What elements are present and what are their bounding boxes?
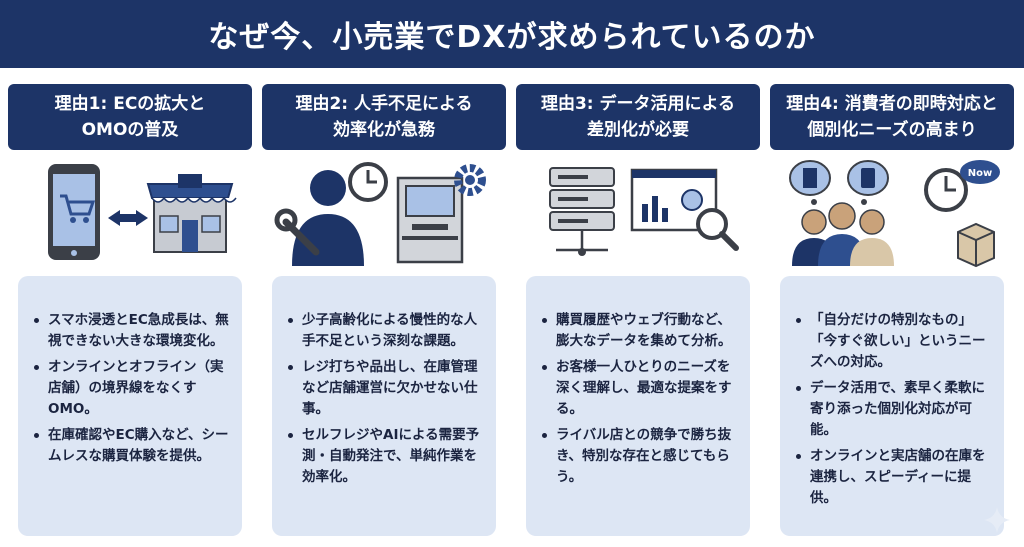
box-icon: [957, 222, 995, 268]
reason-title-4-line1: 理由4: 消費者の即時対応と: [786, 94, 998, 114]
thought-bubble-icon: [789, 160, 889, 205]
bullet-item: レジ打ちや品出し、在庫管理など店舗運営に欠かせない仕事。: [286, 357, 484, 420]
clock-icon: [348, 162, 388, 202]
reason-column-1: 理由1: ECの拡大と OMOの普及: [8, 84, 252, 544]
reason-title-3-line2: 差別化が必要: [587, 120, 689, 140]
illustration-consumers: Now: [770, 160, 1014, 270]
reason-title-1-line2: OMOの普及: [81, 120, 179, 140]
bullet-item: ライバル店との競争で勝ち抜き、特別な存在と感じてもらう。: [540, 425, 738, 488]
reason-card-2: 少子高齢化による慢性的な人手不足という深刻な課題。 レジ打ちや品出し、在庫管理な…: [272, 276, 496, 536]
reason-title-1-line1: 理由1: ECの拡大と: [54, 94, 206, 114]
bullet-item: オンラインと実店舗の在庫を連携し、スピーディーに提供。: [794, 446, 992, 509]
wrench-icon: [274, 208, 320, 256]
gear-icon: [454, 164, 486, 196]
reason-column-2: 理由2: 人手不足による 効率化が急務: [262, 84, 506, 544]
bullet-item: お客様一人ひとりのニーズを深く理解し、最適な提案をする。: [540, 357, 738, 420]
reason-column-4: 理由4: 消費者の即時対応と 個別化ニーズの高まり: [770, 84, 1014, 544]
reason-title-3: 理由3: データ活用による 差別化が必要: [516, 84, 760, 150]
bullet-item: オンラインとオフライン（実店舗）の境界線をなくすOMO。: [32, 357, 230, 420]
magnifier-icon: [696, 208, 739, 251]
now-badge-text: Now: [968, 168, 992, 179]
reason-card-3: 購買履歴やウェブ行動など、膨大なデータを集めて分析。 お客様一人ひとりのニーズを…: [526, 276, 750, 536]
reason-title-4-line2: 個別化ニーズの高まり: [807, 120, 977, 140]
customers-icon: [792, 202, 894, 266]
smartphone-cart-icon: [48, 164, 100, 260]
page-title: なぜ今、小売業でDXが求められているのか: [208, 20, 816, 55]
store-icon: [146, 174, 237, 253]
reason-title-4: 理由4: 消費者の即時対応と 個別化ニーズの高まり: [770, 84, 1014, 150]
exchange-arrows-icon: [108, 210, 148, 226]
bullet-item: セルフレジやAIによる需要予測・自動発注で、単純作業を効率化。: [286, 425, 484, 488]
reason-title-2: 理由2: 人手不足による 効率化が急務: [262, 84, 506, 150]
reason-card-1: スマホ浸透とEC急成長は、無視できない大きな環境変化。 オンラインとオフライン（…: [18, 276, 242, 536]
illustration-data: [516, 160, 760, 270]
reason-title-3-line1: 理由3: データ活用による: [540, 94, 736, 114]
reason-title-2-line2: 効率化が急務: [333, 120, 435, 140]
bullet-item: 少子高齢化による慢性的な人手不足という深刻な課題。: [286, 310, 484, 352]
sparkle-icon: [984, 507, 1010, 533]
reason-title-1: 理由1: ECの拡大と OMOの普及: [8, 84, 252, 150]
illustration-labor: [262, 160, 506, 270]
reason-column-3: 理由3: データ活用による 差別化が必要: [516, 84, 760, 544]
bullet-item: 「自分だけの特別なもの」「今すぐ欲しい」というニーズへの対応。: [794, 310, 992, 373]
now-clock-icon: Now: [924, 160, 1000, 212]
header-banner: なぜ今、小売業でDXが求められているのか: [0, 0, 1024, 68]
bullet-item: 在庫確認やEC購入など、シームレスな購買体験を提供。: [32, 425, 230, 467]
worker-icon: [292, 170, 364, 266]
reason-title-2-line1: 理由2: 人手不足による: [295, 94, 473, 114]
bullet-item: データ活用で、素早く柔軟に寄り添った個別化対応が可能。: [794, 378, 992, 441]
illustration-ec-omo: [8, 160, 252, 270]
server-icon: [549, 167, 615, 256]
self-checkout-icon: [396, 176, 464, 264]
bullet-item: 購買履歴やウェブ行動など、膨大なデータを集めて分析。: [540, 310, 738, 352]
reason-card-4: 「自分だけの特別なもの」「今すぐ欲しい」というニーズへの対応。 データ活用で、素…: [780, 276, 1004, 536]
bullet-item: スマホ浸透とEC急成長は、無視できない大きな環境変化。: [32, 310, 230, 352]
